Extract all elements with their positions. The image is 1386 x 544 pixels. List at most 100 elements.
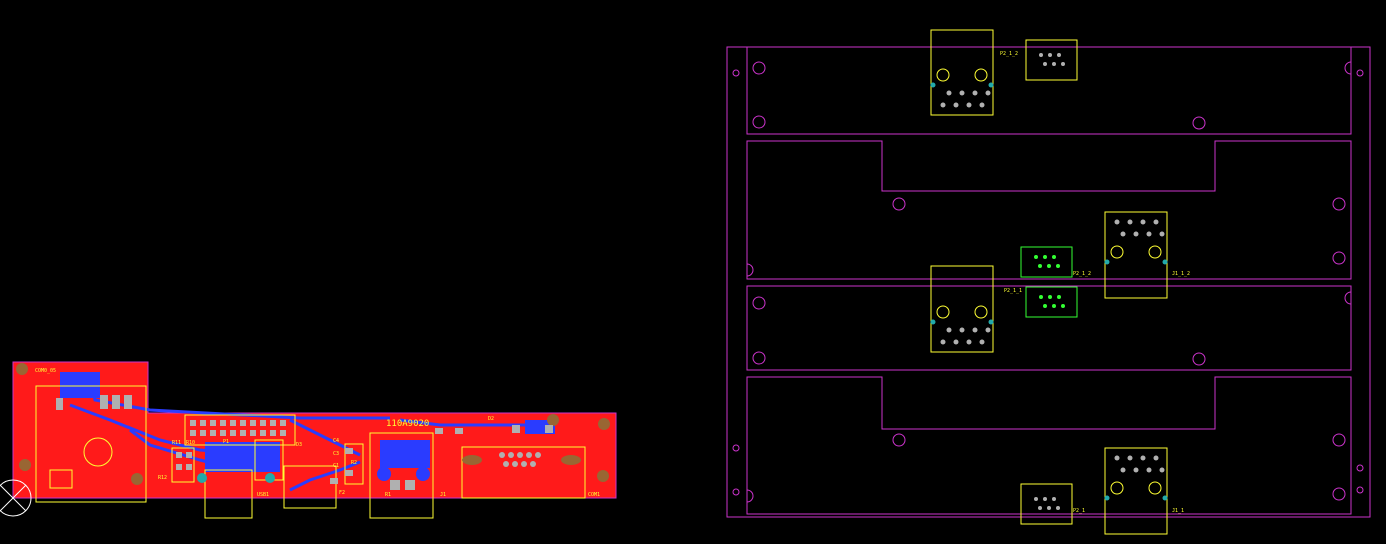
connector-pad (1133, 231, 1139, 237)
header-pad (230, 420, 236, 426)
small-connector-pad (1047, 506, 1051, 510)
small-connector-outline (1025, 39, 1078, 81)
designator-r10: R10 (186, 440, 195, 446)
header-pad (200, 420, 206, 426)
connector-pad (959, 327, 965, 333)
right-panel (726, 46, 1371, 518)
connector-pad (1114, 219, 1120, 225)
small-connector-pad (1052, 255, 1056, 259)
connector-hole (974, 68, 988, 82)
connector-pad (940, 339, 946, 345)
small-connector-pad (1052, 62, 1056, 66)
connector-hole (1110, 245, 1124, 259)
connector-pad (1146, 467, 1152, 473)
bottom-copper-area-3 (380, 440, 430, 468)
smd-pads (56, 395, 553, 490)
header-p1-pads (190, 420, 286, 436)
db9-pin (526, 452, 532, 458)
connector-pad (946, 90, 952, 96)
small-connector-pad (1052, 304, 1056, 308)
db9-pin (535, 452, 541, 458)
db9-pin (503, 461, 509, 467)
db9-pins (499, 452, 541, 467)
db9-pin (512, 461, 518, 467)
db9-pin (521, 461, 527, 467)
designator-d3: D3 (296, 442, 302, 448)
small-connector-pad (1043, 497, 1047, 501)
connector-pad (972, 90, 978, 96)
small-connector-pad (1061, 62, 1065, 66)
header-pad (220, 420, 226, 426)
connector-pad (1120, 467, 1126, 473)
connector-pad (953, 102, 959, 108)
label-bottom-p: P2_1 (1073, 508, 1085, 514)
small-connector-pad (1043, 62, 1047, 66)
left-pcb-board: 110A9020 COM0_05 R11 R10 P1 R12 D3 C4 C3… (12, 361, 617, 519)
designator-c4: C4 (333, 438, 339, 444)
connector-outline (1104, 211, 1168, 299)
header-pad (190, 420, 196, 426)
small-connector-pad (1056, 506, 1060, 510)
connector-hole (1110, 481, 1124, 495)
mounting-vias (16, 363, 610, 485)
connector-hole (936, 68, 950, 82)
connector-pad (1159, 467, 1165, 473)
connector-pad (1140, 455, 1146, 461)
connector-outline (930, 29, 994, 116)
origin-marker (0, 479, 32, 517)
small-connector-pad (1048, 53, 1052, 57)
db9-pin (530, 461, 536, 467)
connector-tab (1162, 495, 1168, 501)
connector-pad (940, 102, 946, 108)
connector-pad (979, 102, 985, 108)
designator-j1: J1 (440, 492, 446, 498)
connector-pad (1133, 467, 1139, 473)
silkscreen-outlines (35, 385, 586, 519)
connector-tab (1104, 495, 1110, 501)
designator-com1: COM1 (588, 492, 600, 498)
header-pad (250, 430, 256, 436)
connector-pad (966, 102, 972, 108)
designator-d2: D2 (488, 416, 494, 422)
panel-frame (726, 46, 1371, 518)
connector-tab (988, 82, 994, 88)
small-connector-pad (1034, 497, 1038, 501)
connector-outline (1104, 447, 1168, 535)
header-pad (270, 420, 276, 426)
designator-c1: C1 (333, 463, 339, 469)
connector-pad (1120, 231, 1126, 237)
designator-r11: R11 (172, 440, 181, 446)
header-pad (200, 430, 206, 436)
panel-board-3 (746, 285, 1352, 371)
panel-edge-notches (746, 61, 1352, 503)
label-top-left: P2_1_2 (1000, 51, 1018, 57)
small-connector-outline (1020, 483, 1073, 525)
connector-pad (1153, 219, 1159, 225)
designator-c3: C3 (333, 451, 339, 457)
connector-pad (1127, 219, 1133, 225)
connector-tab (930, 319, 936, 325)
connector-pad (1140, 219, 1146, 225)
designator-r2: R2 (351, 460, 357, 466)
connector-pad (1153, 455, 1159, 461)
db9-pin (499, 452, 505, 458)
connector-pad (1159, 231, 1165, 237)
small-connector-pad (1061, 304, 1065, 308)
header-pad (230, 430, 236, 436)
panel-board-2 (746, 140, 1352, 280)
left-board-labels: 110A9020 COM0_05 R11 R10 P1 R12 D3 C4 C3… (35, 368, 600, 498)
connector-pad (966, 339, 972, 345)
panel-board-4 (746, 376, 1352, 515)
designator-r12: R12 (158, 475, 167, 481)
designator-usb1: USB1 (257, 492, 269, 498)
header-pad (240, 430, 246, 436)
header-pad (270, 430, 276, 436)
label-mid-green: P2_1_2 (1073, 271, 1091, 277)
small-connector-pad (1057, 295, 1061, 299)
small-connector-pad (1048, 295, 1052, 299)
connector-pad (953, 339, 959, 345)
small-connector-outline (1020, 246, 1073, 278)
connector-hole (936, 305, 950, 319)
header-pad (210, 430, 216, 436)
